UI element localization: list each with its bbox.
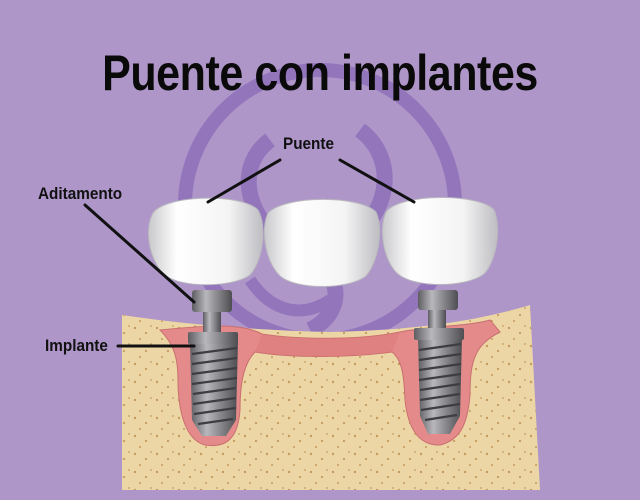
implant-left: [190, 342, 238, 436]
label-abutment: Aditamento: [38, 184, 123, 203]
gum-tissue: [158, 319, 501, 447]
abutment-left: [188, 290, 238, 344]
page-title: Puente con implantes: [102, 45, 538, 101]
label-bridge: Puente: [283, 134, 335, 153]
leader-lines: [83, 158, 416, 348]
implant-right: [418, 338, 462, 434]
leader-abutment: [83, 203, 196, 304]
abutment-right: [414, 290, 464, 340]
crown-left: [147, 197, 264, 286]
bridge-crowns: [147, 197, 499, 287]
label-implant: Implante: [45, 336, 108, 355]
crown-middle: [263, 198, 381, 287]
leader-bridge-right: [338, 158, 416, 204]
crown-right: [381, 197, 499, 285]
leader-bridge-left: [206, 158, 282, 204]
